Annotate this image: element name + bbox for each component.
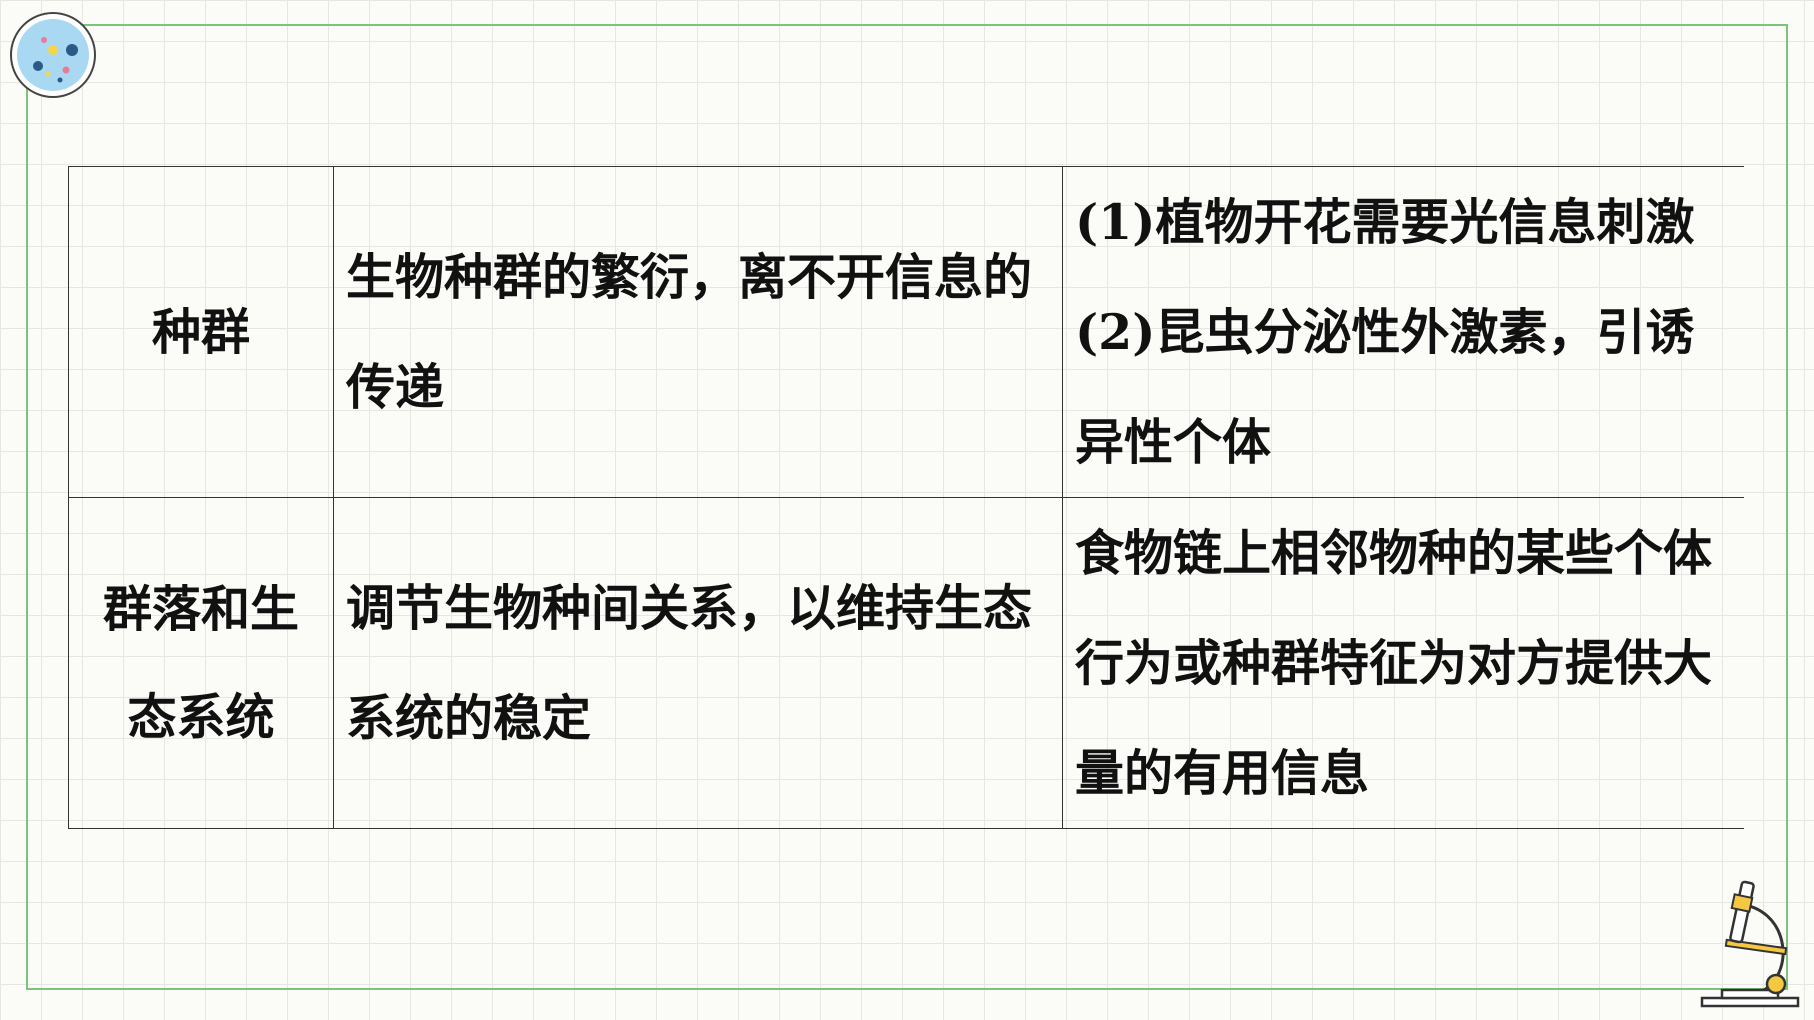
category-cell: 群落和生态系统	[68, 497, 334, 829]
example-text: (2)昆虫分泌性外激素，引诱异性个体	[1075, 303, 1695, 471]
table-row: 群落和生态系统 调节生物种间关系，以维持生态系统的稳定 食物链上相邻物种的某些个…	[68, 497, 1744, 829]
category-cell: 种群	[68, 166, 334, 498]
example-cell: (1)植物开花需要光信息刺激 (2)昆虫分泌性外激素，引诱异性个体	[1062, 166, 1744, 498]
table-row: 种群 生物种群的繁衍，离不开信息的传递 (1)植物开花需要光信息刺激 (2)昆虫…	[68, 166, 1744, 498]
category-text: 群落和生态系统	[102, 579, 299, 746]
dot-badge-icon	[10, 12, 96, 98]
example-text: 食物链上相邻物种的某些个体行为或种群特征为对方提供大量的有用信息	[1075, 524, 1713, 802]
example-text: (1)植物开花需要光信息刺激	[1075, 193, 1695, 251]
slide-frame	[26, 24, 1788, 990]
example-cell: 食物链上相邻物种的某些个体行为或种群特征为对方提供大量的有用信息	[1062, 497, 1744, 829]
microscope-icon	[1700, 880, 1800, 1008]
role-cell: 生物种群的繁衍，离不开信息的传递	[333, 166, 1063, 498]
role-text: 调节生物种间关系，以维持生态系统的稳定	[346, 579, 1033, 747]
category-text: 种群	[151, 303, 250, 361]
role-cell: 调节生物种间关系，以维持生态系统的稳定	[333, 497, 1063, 829]
role-text: 生物种群的繁衍，离不开信息的传递	[346, 248, 1033, 416]
info-transfer-table: 种群 生物种群的繁衍，离不开信息的传递 (1)植物开花需要光信息刺激 (2)昆虫…	[68, 166, 1744, 829]
